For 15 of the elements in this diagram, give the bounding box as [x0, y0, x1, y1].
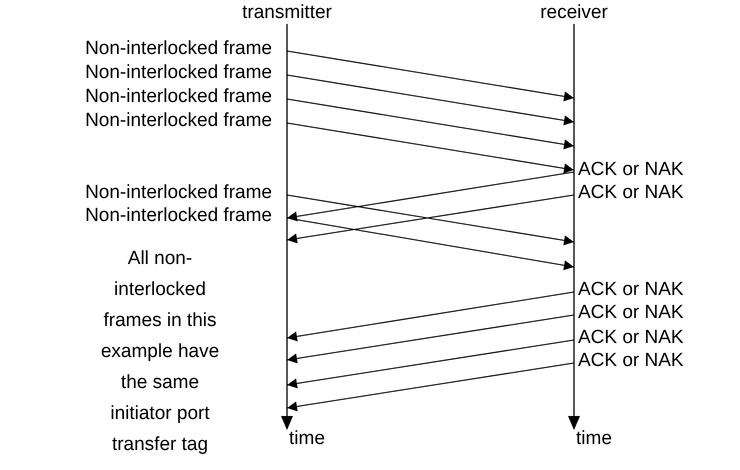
arrow [286, 98, 574, 150]
arrow [286, 74, 574, 126]
arrow [286, 340, 574, 388]
time-label: time [289, 428, 325, 450]
note-text: All non-interlocked frames in this example have the same initiator port transfer tag [100, 247, 220, 457]
arrow [286, 172, 574, 222]
lifeline-title: receiver [539, 2, 609, 24]
arrow [286, 122, 574, 174]
arrow [286, 50, 574, 102]
lifeline-title: transmitter [241, 2, 333, 24]
arrow [286, 314, 574, 364]
arrow [286, 362, 574, 412]
arrow [286, 292, 574, 342]
time-label: time [576, 428, 612, 450]
arrow [286, 218, 574, 270]
